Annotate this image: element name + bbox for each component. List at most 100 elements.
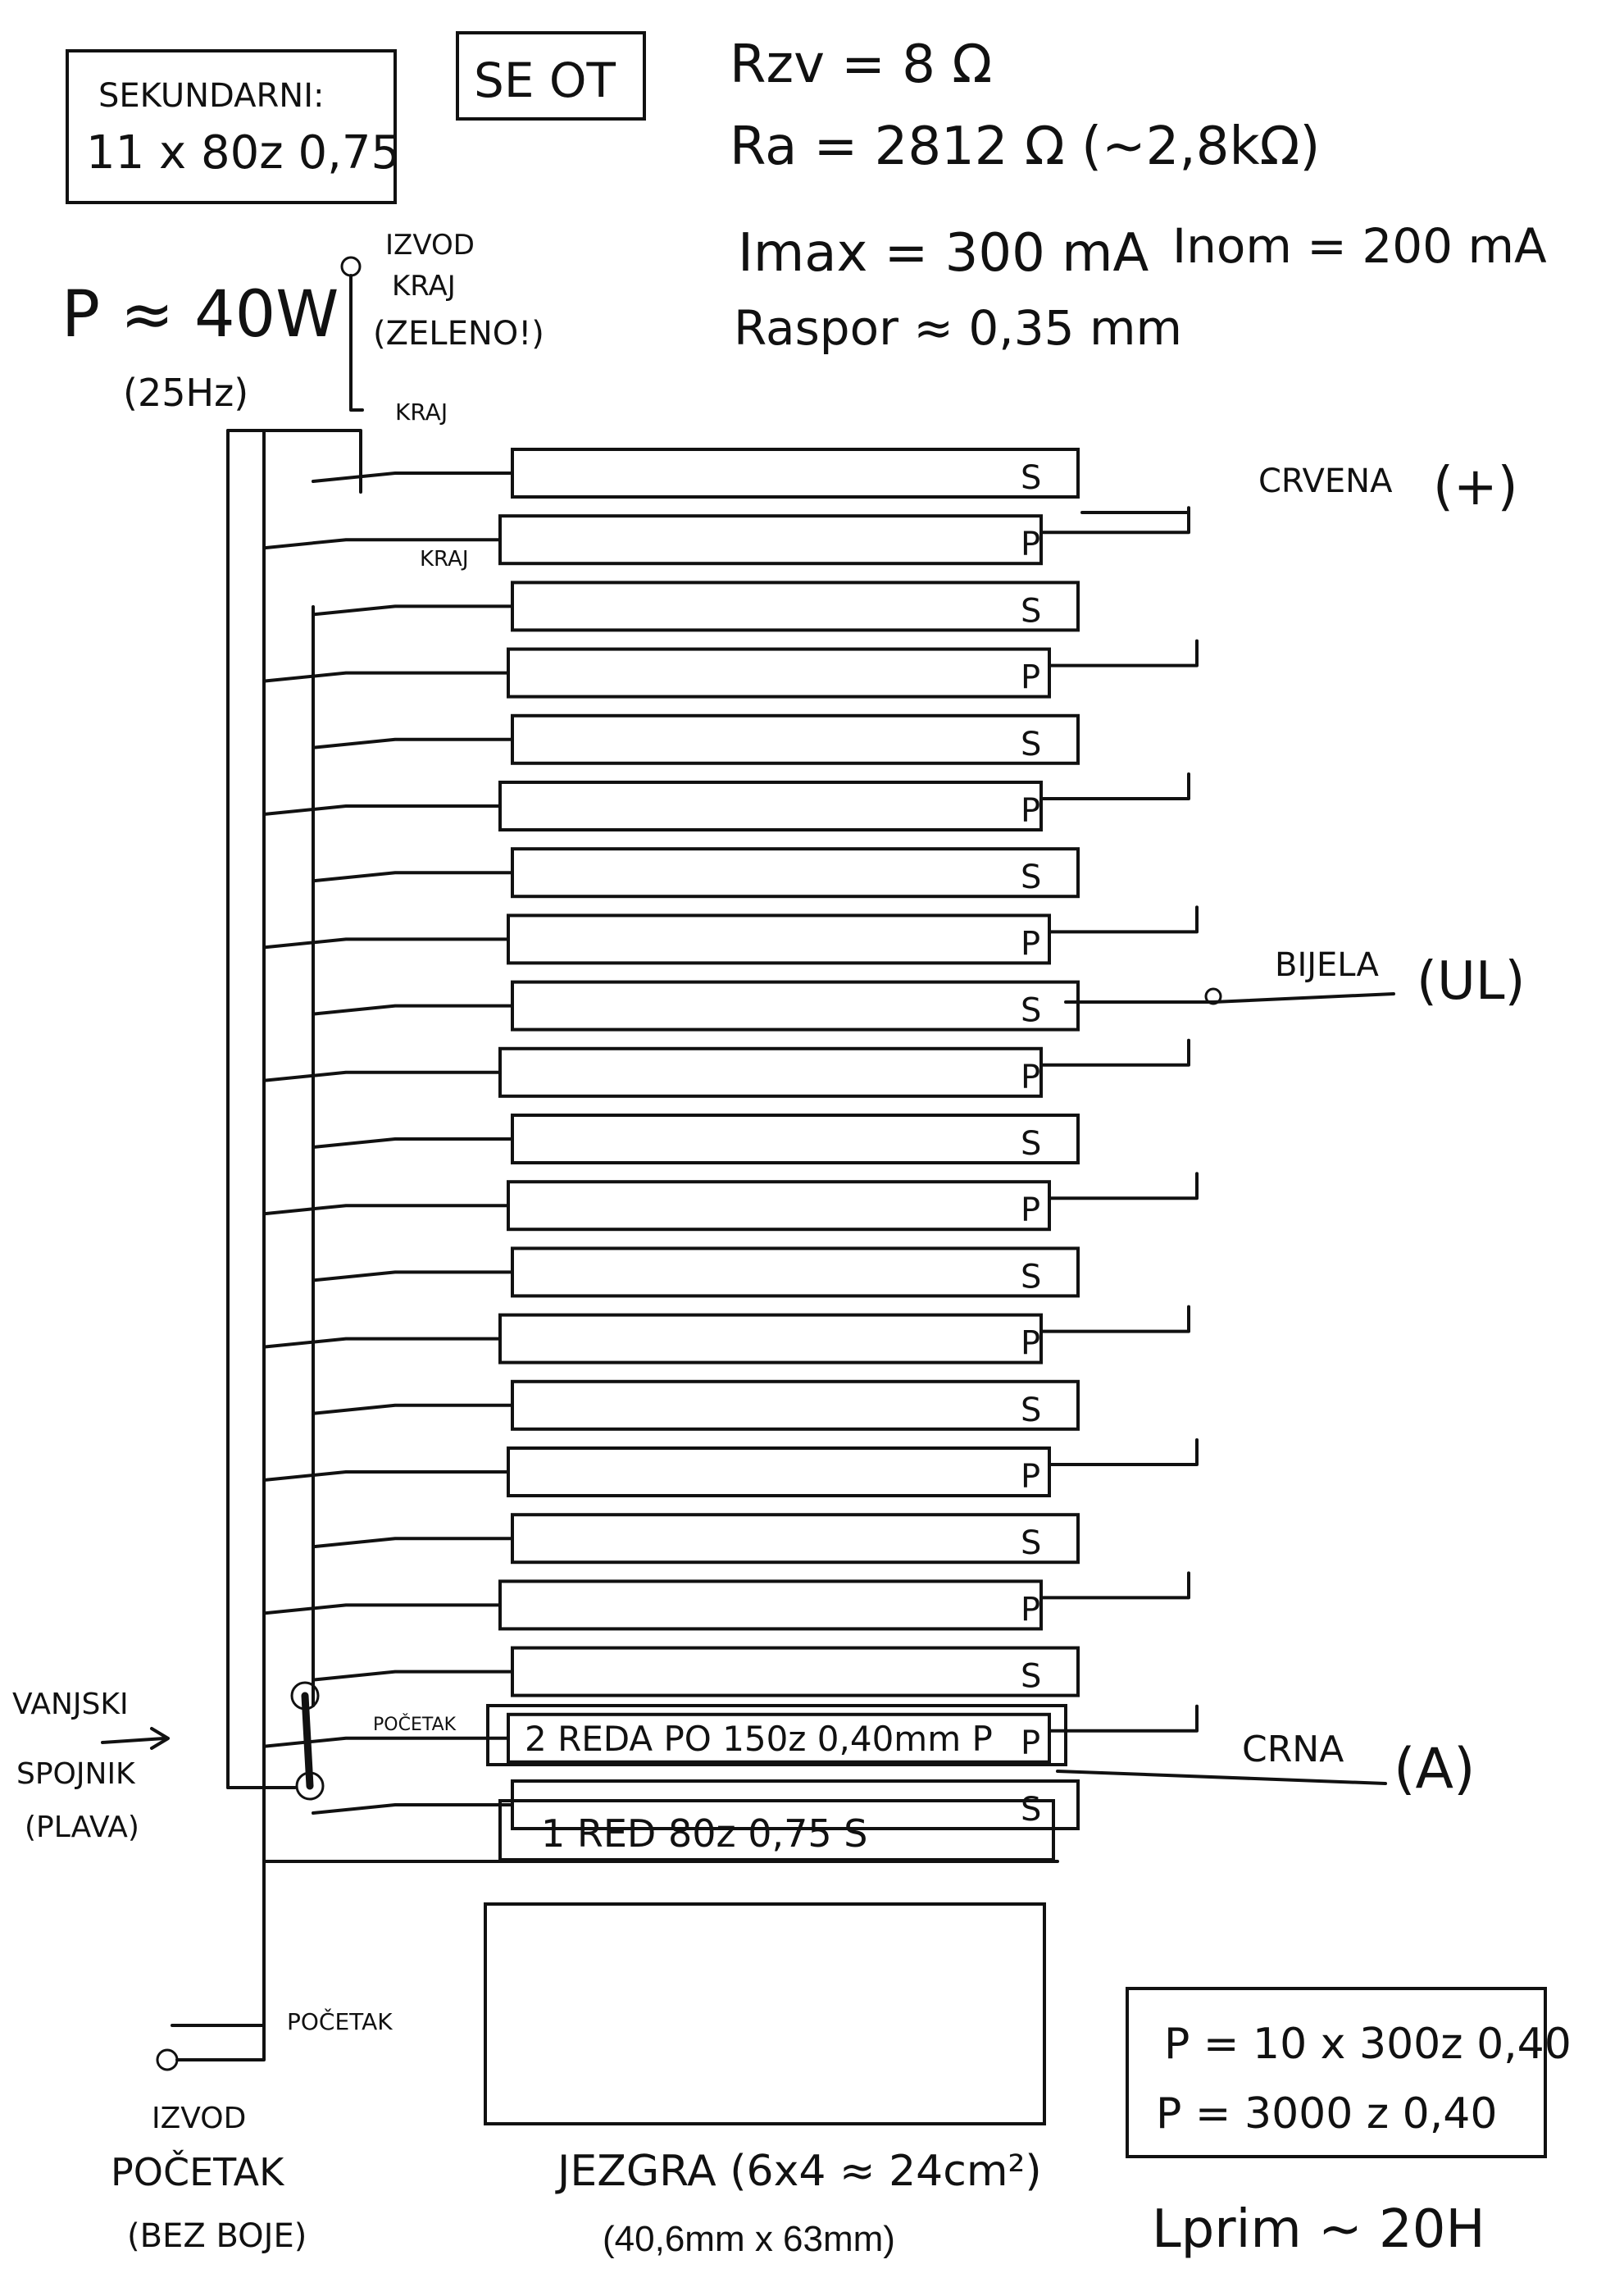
spec-nominal-current: Inom = 200 mA	[1172, 218, 1547, 274]
layer-lead	[262, 1736, 510, 1748]
primary-link	[1048, 1172, 1199, 1200]
layer-letter: S	[1021, 592, 1041, 630]
label-pocetak-primary: POČETAK	[373, 1714, 457, 1735]
secondary-row-label: 1 RED 80z 0,75 S	[541, 1811, 868, 1856]
layer-letter: P	[1021, 1325, 1040, 1363]
output-white-polarity: (UL)	[1417, 951, 1525, 1012]
secondary-layer	[511, 713, 1080, 765]
transformer-type: SE OT	[474, 52, 616, 108]
layer-lead	[262, 538, 502, 550]
layer-lead	[312, 1403, 514, 1415]
layer-lead	[312, 737, 514, 749]
transformer-type-box: SE OT	[456, 31, 646, 121]
primary-layer	[498, 1046, 1043, 1098]
primary-link	[1039, 772, 1190, 800]
primary-layer	[498, 1579, 1043, 1631]
layer-letter: P	[1021, 1191, 1040, 1229]
layer-lead	[262, 1070, 502, 1082]
spec-layer-spacing: Raspor ≈ 0,35 mm	[734, 300, 1182, 356]
primary-layer	[507, 647, 1051, 699]
primary-link	[1048, 905, 1199, 934]
primary-layer	[498, 1313, 1043, 1364]
primary-link	[1048, 639, 1199, 667]
bottom-lead-3: (BEZ BOJE)	[127, 2217, 307, 2255]
top-lead-label-1: IZVOD	[385, 229, 475, 262]
layer-letter: P	[1021, 925, 1040, 963]
layer-letter: P	[1021, 526, 1040, 563]
top-lead-label-2: KRAJ	[392, 270, 456, 303]
primary-link	[1048, 1438, 1199, 1466]
layer-letter: P	[1021, 1458, 1040, 1496]
primary-summary-2: P = 3000 z 0,40	[1156, 2089, 1497, 2139]
bottom-secondary-row: 1 RED 80z 0,75 S POČETAK	[287, 1799, 1055, 2035]
spec-power: P ≈ 40W	[61, 278, 339, 352]
core-block: JEZGRA (6x4 ≈ 24cm²) (40,6mm x 63mm)	[484, 1902, 1046, 2259]
layer-lead	[262, 937, 510, 950]
primary-summary-1: P = 10 x 300z 0,40	[1164, 2020, 1572, 2069]
layer-letter: S	[1021, 859, 1041, 896]
layer-letter: S	[1021, 992, 1041, 1030]
layer-letter: P	[1021, 792, 1040, 830]
layer-lead	[262, 671, 510, 683]
secondary-spec-box: SEKUNDARNI: 11 x 80z 0,75	[66, 49, 400, 204]
output-red: CRVENA (+)	[1080, 457, 1518, 517]
secondary-layer	[511, 1246, 1080, 1298]
layer-lead	[312, 1670, 514, 1682]
layer-lead	[312, 871, 514, 883]
spec-speaker-impedance: Rzv = 8 Ω	[730, 34, 992, 95]
left-bus-lines	[156, 429, 1059, 2071]
label-kraj-top: KRAJ	[395, 399, 448, 426]
output-black-label: CRNA	[1242, 1729, 1344, 1770]
secondary-layer	[511, 980, 1080, 1032]
layer-letter: S	[1021, 1524, 1041, 1562]
secondary-layer	[511, 847, 1080, 899]
top-lead-label-3: (ZELENO!)	[373, 315, 544, 353]
layer-letter: P	[1021, 1724, 1040, 1762]
output-white: BIJELA (UL)	[1064, 946, 1525, 1012]
primary-layer	[507, 1180, 1051, 1232]
primary-inductance: Lprim ~ 20H	[1152, 2199, 1485, 2260]
primary-link	[1039, 1038, 1190, 1067]
primary-link	[1039, 1571, 1190, 1600]
spec-anode-impedance: Ra = 2812 Ω (~2,8kΩ)	[730, 116, 1320, 177]
secondary-layer	[511, 1114, 1080, 1164]
layer-letter: S	[1021, 726, 1041, 763]
external-conductor-2: SPOJNIK	[16, 1757, 136, 1791]
bottom-lead-1: IZVOD	[152, 2102, 246, 2135]
primary-link	[1039, 1305, 1190, 1333]
layer-letter: S	[1021, 1658, 1041, 1696]
layer-letter: P	[1021, 1591, 1040, 1629]
bottom-lead-2: POČETAK	[111, 2149, 285, 2194]
primary-layer	[507, 913, 1051, 965]
label-pocetak-secondary: POČETAK	[287, 2007, 393, 2035]
secondary-spec-turns: 11 x 80z 0,75	[86, 126, 400, 180]
layer-letter: S	[1021, 1258, 1041, 1296]
layer-letter: S	[1021, 1125, 1041, 1163]
external-conductor-note: VANJSKI SPOJNIK (PLAVA)	[12, 1688, 170, 1844]
output-red-label: CRVENA	[1258, 462, 1393, 500]
secondary-spec-title: SEKUNDARNI:	[98, 77, 324, 115]
primary-layer	[498, 781, 1043, 831]
layer-lead	[262, 1470, 510, 1482]
layer-lead	[262, 804, 502, 816]
layer-lead	[312, 1004, 514, 1016]
layer-lead	[262, 1603, 502, 1615]
spec-frequency: (25Hz)	[123, 371, 248, 415]
primary-summary-box: P = 10 x 300z 0,40 P = 3000 z 0,40	[1126, 1987, 1572, 2158]
secondary-layer	[511, 1513, 1080, 1565]
secondary-layer	[511, 1379, 1080, 1431]
external-conductor-3: (PLAVA)	[25, 1811, 139, 1844]
layer-lead	[312, 1270, 514, 1282]
layer-lead	[312, 1803, 514, 1815]
primary-layer	[507, 1446, 1051, 1497]
layer-letter: P	[1021, 1059, 1040, 1096]
output-black: CRNA (A)	[1056, 1729, 1476, 1802]
output-black-polarity: (A)	[1394, 1737, 1476, 1802]
layer-letter: S	[1021, 459, 1041, 497]
secondary-layer	[511, 581, 1080, 632]
bottom-primary-row: 2 REDA PO 150z 0,40mm P POČETAK	[373, 1704, 1067, 1766]
output-red-polarity: (+)	[1433, 457, 1518, 517]
primary-link	[1039, 506, 1190, 535]
